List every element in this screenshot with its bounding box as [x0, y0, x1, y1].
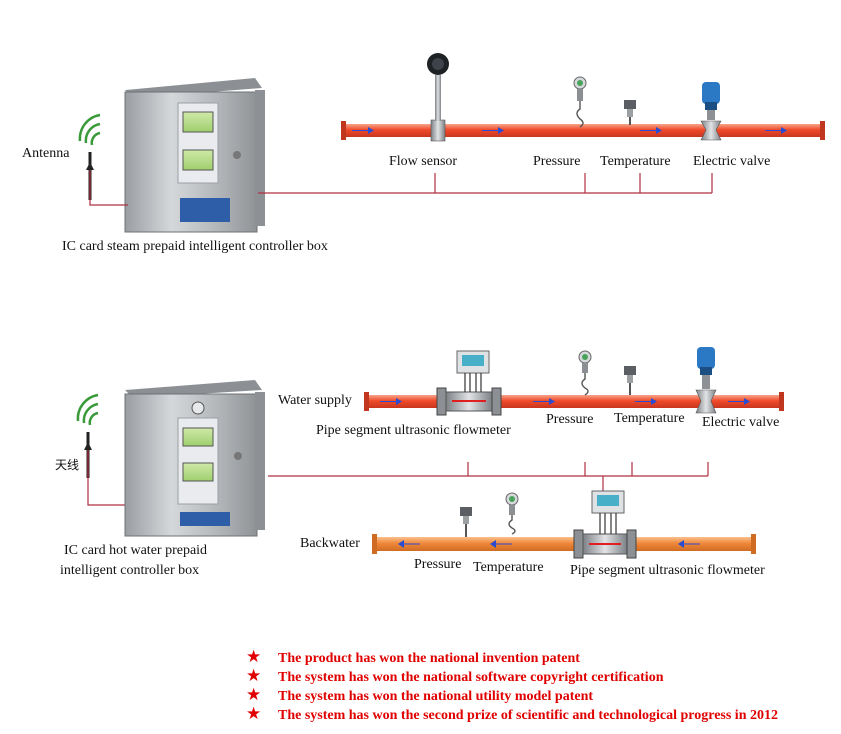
supply-pipe	[364, 392, 784, 411]
temperature-sensor-icon	[624, 100, 636, 125]
steam-pipe	[341, 121, 825, 140]
award-item: The system has won the second prize of s…	[278, 708, 778, 723]
antenna-label: Antenna	[22, 146, 70, 161]
return-ultrasonic-flowmeter-icon	[573, 490, 637, 559]
backwater-label: Backwater	[300, 536, 360, 551]
star-icon: ★	[246, 704, 261, 723]
supply-pressure-label: Pressure	[546, 412, 593, 427]
pressure-transmitter-icon	[573, 76, 587, 128]
pressure-transmitter-icon	[578, 350, 592, 396]
steam-temperature-label: Temperature	[600, 154, 671, 169]
award-item: The product has won the national inventi…	[278, 651, 580, 666]
hot-water-box-label-line1: IC card hot water prepaid	[64, 543, 207, 558]
hot-water-controller-box	[124, 380, 265, 537]
steam-controller-box	[124, 78, 265, 233]
star-icon: ★	[246, 647, 261, 666]
flow-sensor-icon	[427, 53, 449, 142]
antenna-wire	[89, 170, 128, 206]
hot-water-antenna-label: 天线	[55, 458, 79, 472]
award-item: The system has won the national utility …	[278, 689, 593, 704]
water-supply-label: Water supply	[278, 393, 352, 408]
steam-pressure-label: Pressure	[533, 154, 580, 169]
antenna-wire	[87, 450, 128, 506]
supply-ultrasonic-flowmeter-icon	[436, 350, 502, 416]
pressure-transmitter-icon	[505, 492, 519, 535]
steam-box-label: IC card steam prepaid intelligent contro…	[62, 239, 328, 254]
electric-valve-icon	[695, 347, 717, 414]
return-pipe	[372, 534, 756, 554]
steam-signal-wiring	[258, 173, 713, 194]
return-pressure-label: Pressure	[414, 557, 461, 572]
steam-valve-label: Electric valve	[693, 154, 770, 169]
supply-valve-label: Electric valve	[702, 415, 779, 430]
hot-water-box-label-line2: intelligent controller box	[60, 563, 199, 578]
award-item: The system has won the national software…	[278, 670, 664, 685]
supply-flowmeter-label: Pipe segment ultrasonic flowmeter	[316, 423, 511, 438]
hot-water-signal-wiring	[268, 462, 709, 510]
supply-temperature-label: Temperature	[614, 411, 685, 426]
return-temperature-label: Temperature	[473, 560, 544, 575]
return-flowmeter-label: Pipe segment ultrasonic flowmeter	[570, 563, 765, 578]
awards-list: ★ The product has won the national inven…	[246, 647, 778, 723]
flow-sensor-label: Flow sensor	[389, 154, 457, 169]
temperature-sensor-icon	[624, 366, 636, 395]
temperature-sensor-icon	[460, 507, 472, 537]
electric-valve-icon	[700, 82, 722, 141]
star-icon: ★	[246, 666, 261, 685]
star-icon: ★	[246, 685, 261, 704]
